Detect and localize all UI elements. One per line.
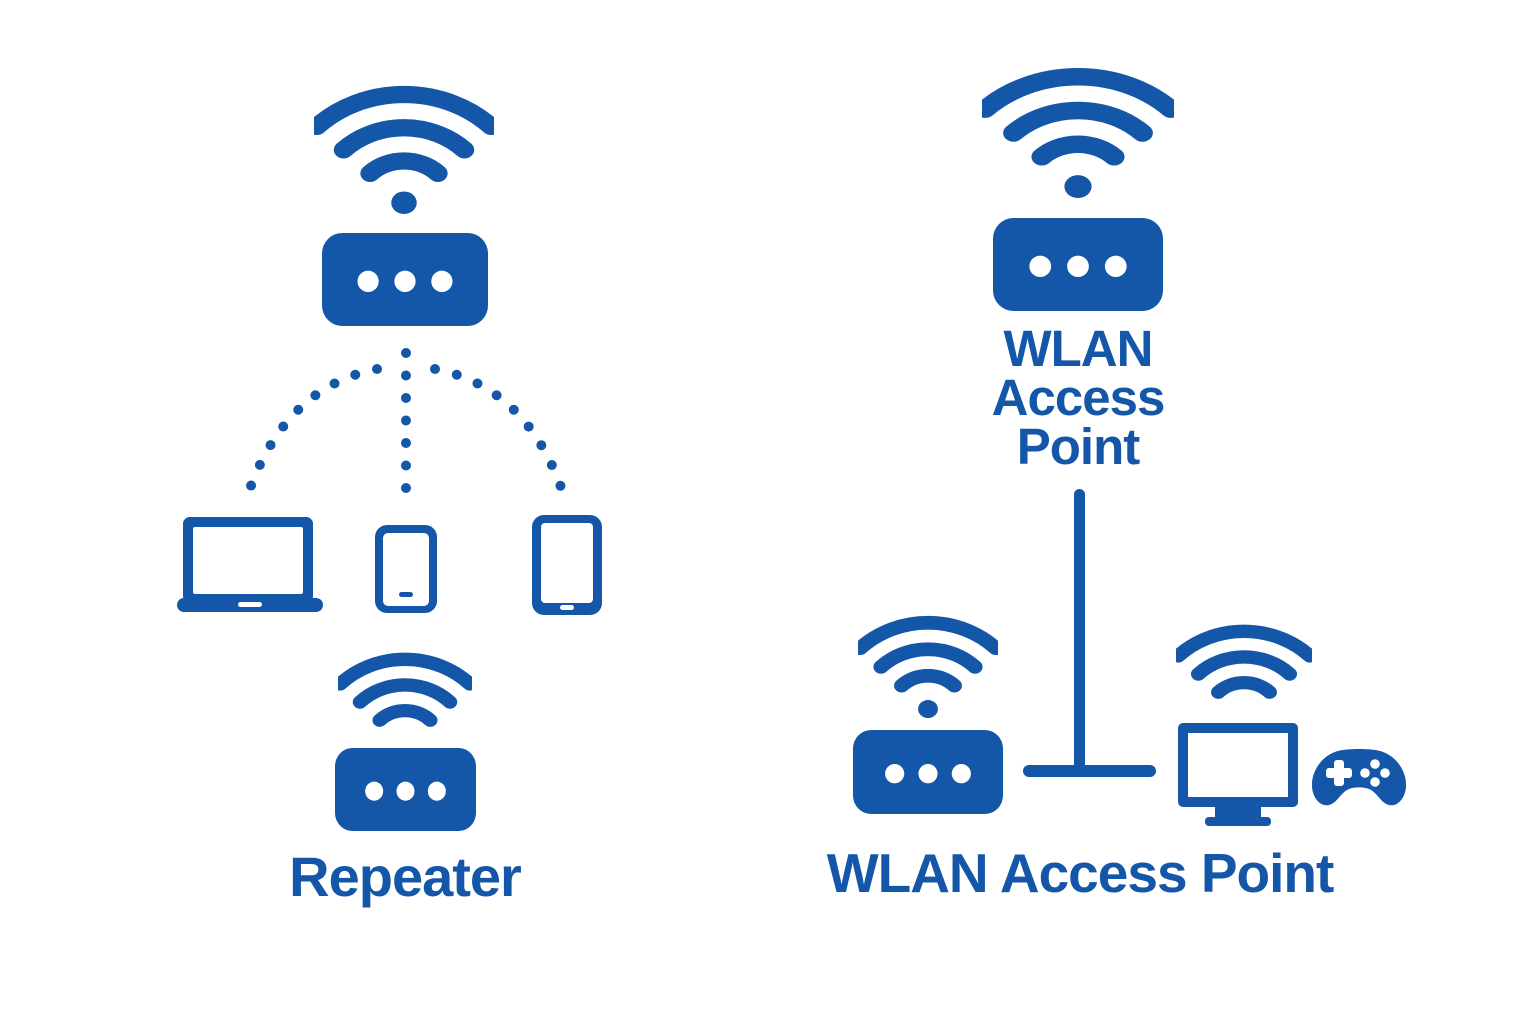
dotted-connection-lines <box>243 348 568 502</box>
wlan-access-point-label: WLAN Access Point <box>928 320 1228 475</box>
repeater-label: Repeater <box>289 845 522 908</box>
router-icon <box>322 233 488 326</box>
wifi-signal-icon <box>314 76 494 214</box>
label-line: Access <box>991 369 1166 426</box>
vertical-connection-line <box>1074 489 1085 777</box>
router-icon <box>853 730 1003 814</box>
monitor-icon <box>1177 723 1299 826</box>
router-icon <box>993 218 1163 311</box>
label-line: WLAN <box>1003 320 1154 377</box>
wlan-access-point-label: WLAN Access Point <box>826 842 1335 904</box>
wifi-signal-icon <box>982 58 1174 198</box>
router-icon <box>335 748 476 831</box>
tablet-icon <box>532 515 602 615</box>
wifi-signal-icon <box>858 608 998 718</box>
laptop-icon <box>177 517 323 612</box>
gamepad-icon <box>1311 747 1407 807</box>
smartphone-icon <box>375 525 437 613</box>
horizontal-connection-line <box>1023 765 1156 777</box>
wifi-signal-icon <box>338 645 472 729</box>
label-line: Point <box>1016 418 1140 475</box>
wifi-signal-icon <box>1176 617 1312 701</box>
